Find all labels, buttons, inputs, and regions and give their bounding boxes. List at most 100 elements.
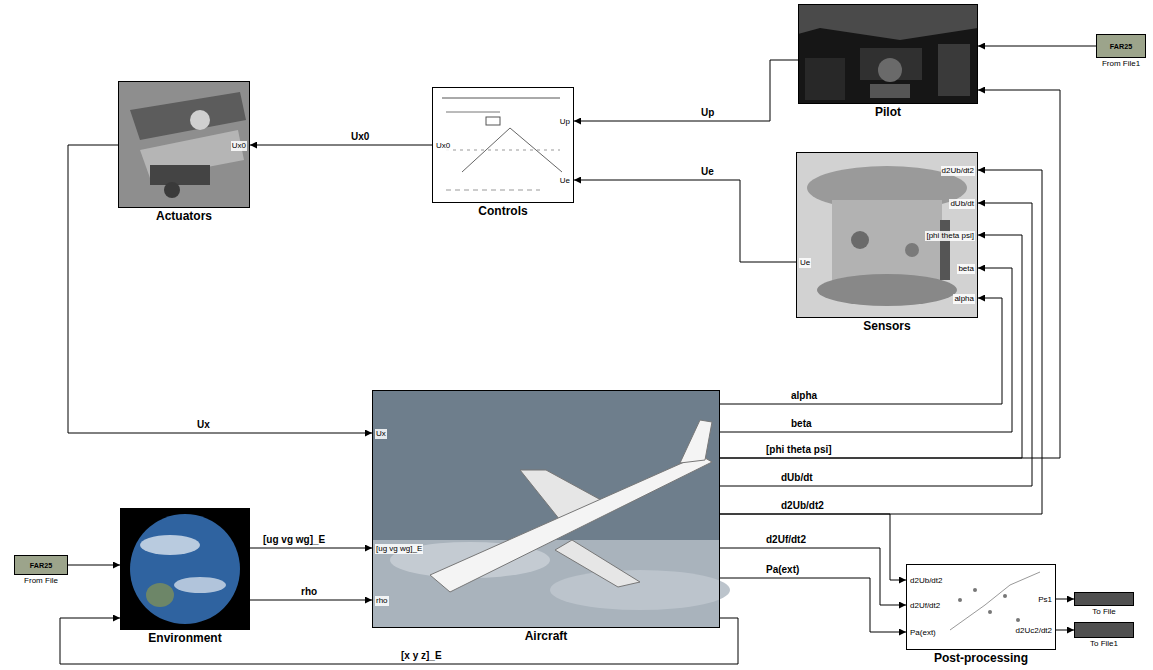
block-title: From File1 [1102, 59, 1140, 69]
block-title: Sensors [863, 319, 910, 333]
block-title: Aircraft [525, 629, 568, 643]
controls-diagram-thumbnail [446, 112, 500, 113]
port-label: Ue [559, 176, 571, 186]
actuators-block: ActuatorsUx0 [118, 81, 250, 208]
signal-label: [ug vg wg]_E [262, 534, 326, 546]
port-label: [phi theta psi] [925, 231, 975, 241]
signal-line [1056, 599, 1074, 600]
signal-line [574, 180, 796, 262]
block-text: FAR25 [1097, 35, 1145, 57]
controls-diagram-thumbnail [446, 190, 540, 191]
actuators-photo [190, 110, 210, 130]
signal-line [720, 548, 906, 605]
port-label: [ug vg wg]_E [375, 544, 423, 554]
from-file-block-fill [14, 34, 1146, 575]
pilot-photo [870, 84, 910, 98]
signal-label: Ue [700, 166, 715, 178]
earth-photo [130, 514, 240, 624]
actuators-photo [118, 81, 250, 208]
signal-line [720, 235, 1022, 458]
block-title: To File1 [1090, 639, 1118, 649]
signal-line [68, 145, 372, 433]
earth-photo [140, 535, 200, 555]
from-file-block-fill [1096, 34, 1146, 58]
aircraft-photo [680, 420, 712, 463]
from-file-block-fill [14, 555, 68, 575]
port-label: Up [559, 117, 571, 127]
to-file-block-fill [1074, 622, 1134, 638]
port-label: d2Ub/dt2 [909, 576, 943, 586]
signal-label: d2Uf/dt2 [765, 534, 807, 546]
signal-label: Up [700, 107, 715, 119]
environment-block: Environment [120, 508, 250, 630]
pilot-photo [938, 44, 970, 96]
block-title: Pilot [875, 105, 901, 119]
signal-label: [x y z]_E [400, 650, 443, 662]
aircraft-photo [372, 390, 730, 628]
block-title: From File [24, 576, 58, 586]
signal-label: beta [790, 418, 813, 430]
pilot-block: Pilot [798, 4, 978, 104]
port-label: Ux0 [435, 141, 451, 151]
block-title: To File [1092, 607, 1116, 617]
earth-photo [120, 508, 250, 630]
earth-photo [174, 577, 226, 593]
pilot-photo [878, 58, 902, 82]
to-file-block: To File [1074, 592, 1134, 606]
actuators-photo [118, 81, 250, 208]
block-title: Controls [478, 204, 527, 218]
post-processing-plot [950, 572, 1040, 630]
aircraft-block: AircraftUx[ug vg wg]_Erho [372, 390, 720, 628]
post-processing-plot [1016, 618, 1020, 622]
to-file-block-fill [1074, 592, 1134, 606]
to-file-block: To File1 [1074, 622, 1134, 638]
signal-line [720, 268, 1012, 432]
sensors-photo [796, 152, 978, 318]
signal-line [720, 203, 1032, 486]
signal-line [720, 170, 1042, 514]
port-label: beta [957, 264, 975, 274]
port-label: rho [375, 596, 389, 606]
sensors-block: Sensorsd2Ub/dt2dUb/dt[phi theta psi]beta… [796, 152, 978, 318]
signal-label: Pa(ext) [765, 564, 800, 576]
post-processing-block: Post-processingd2Ub/dt2d2Uf/dt2Pa(ext)Ps… [906, 564, 1056, 650]
sensors-photo [905, 243, 919, 257]
controls-diagram-thumbnail [446, 150, 560, 151]
signal-line [68, 565, 120, 566]
port-label: dUb/dt [949, 199, 975, 209]
signal-line [250, 145, 432, 146]
port-label: alpha [953, 294, 975, 304]
controls-diagram-thumbnail [432, 87, 574, 203]
port-label: Ue [799, 258, 811, 268]
sensors-photo [851, 231, 869, 249]
sensors-photo [940, 220, 950, 280]
port-label: d2Uf/dt2 [909, 601, 941, 611]
signal-line [720, 514, 906, 580]
block-title: Environment [148, 631, 221, 645]
signal-line [250, 548, 372, 549]
block-title: Post-processing [934, 651, 1028, 665]
signal-label: dUb/dt [780, 472, 814, 484]
port-label: Pa(ext) [909, 628, 937, 638]
pilot-photo [798, 4, 978, 104]
signal-label: alpha [790, 390, 818, 402]
sensors-photo [796, 152, 978, 318]
signal-label: Ux [196, 419, 211, 431]
post-processing-plot [906, 564, 1056, 650]
pilot-photo [805, 58, 845, 100]
earth-photo [120, 508, 250, 630]
earth-photo [146, 583, 174, 607]
pilot-photo [798, 4, 978, 104]
pilot-photo [798, 4, 978, 40]
port-label: d2Uc2/dt2 [1015, 626, 1053, 636]
post-processing-plot [988, 610, 992, 614]
signal-label: [phi theta psi] [765, 444, 833, 456]
from-file-block: FAR25From File1 [1096, 34, 1146, 58]
aircraft-photo [550, 570, 730, 610]
signal-label: rho [300, 586, 318, 598]
port-label: Ps1 [1037, 595, 1053, 605]
block-text: FAR25 [15, 556, 67, 574]
signal-line [574, 60, 798, 121]
